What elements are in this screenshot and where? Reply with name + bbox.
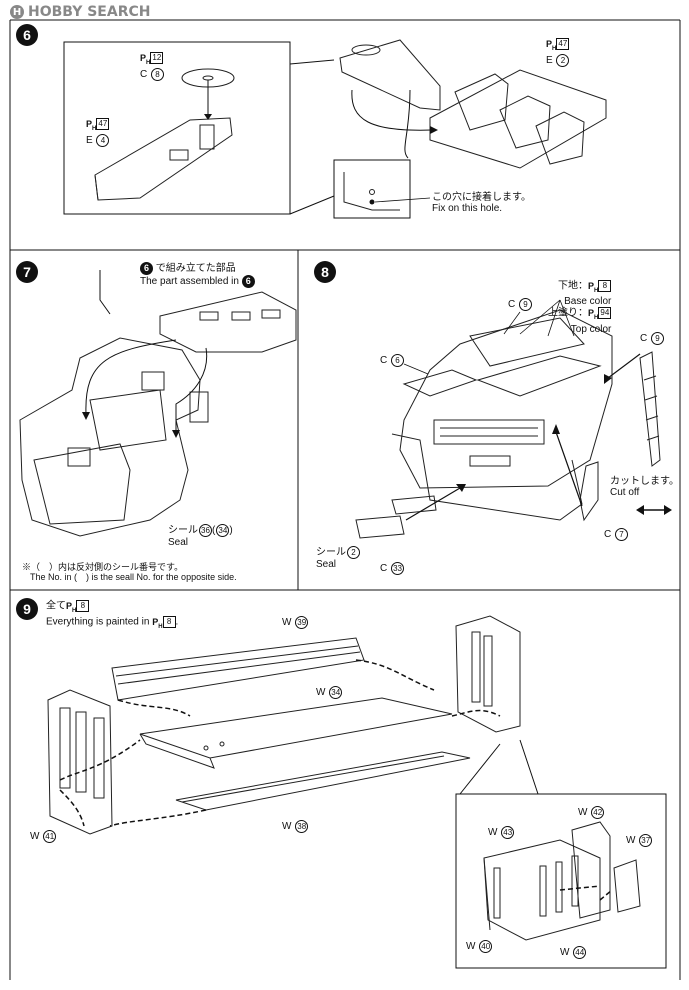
step-ref-icon: 6	[140, 262, 153, 275]
step9-dashed-paths	[59, 659, 501, 827]
w40-label: W 40	[466, 940, 493, 953]
step9-wall-right	[455, 615, 521, 733]
w34-label: W 34	[316, 686, 343, 699]
site-name: HOBBY SEARCH	[28, 4, 151, 20]
c6-label: C 6	[380, 354, 405, 367]
step8-arrows	[403, 299, 672, 521]
step9-paint-note: 全てPH8 Everything is painted in PH8.	[46, 600, 179, 630]
paint-color-note: 下地：PH8 Base color 上塗り：PH94 Top color	[548, 280, 612, 335]
right-seats-part-label: PH47 E 2	[546, 38, 570, 68]
assembled-part-note: 6 で組み立てた部品 The part assembled in 6	[140, 262, 255, 288]
step8-truck-cab	[355, 309, 661, 539]
w42-label: W 42	[578, 806, 605, 819]
left-seat-part-label: PH47 E 4	[86, 118, 110, 148]
c7-label: C 7	[604, 528, 629, 541]
right-cabin-floor	[339, 39, 607, 169]
w41-label: W 41	[30, 830, 57, 843]
hole-detail-inset	[333, 159, 431, 219]
step6-inset-box	[63, 41, 335, 215]
left-dashboard-part	[94, 117, 233, 201]
w37-label: W 37	[626, 834, 653, 847]
c9-right-label: C 9	[640, 332, 665, 345]
step7-cab-assembly	[19, 291, 297, 537]
c9-top-label: C 9	[508, 298, 533, 311]
site-logo: H HOBBY SEARCH	[10, 3, 150, 21]
detail-assembly	[483, 821, 641, 941]
hole-note: この穴に接着します。 Fix on this hole.	[432, 192, 531, 214]
step9-panel-w39	[111, 637, 365, 701]
step-9-badge: 9	[16, 598, 38, 620]
c33-label: C 33	[380, 562, 405, 575]
step9-rail-w38	[175, 751, 471, 811]
steering-wheel	[181, 68, 235, 120]
step9-floor-w34	[139, 697, 453, 769]
step-ref-icon: 6	[241, 275, 255, 288]
w38-label: W 38	[282, 820, 309, 833]
step7-arrows	[82, 270, 208, 438]
wheel-part-label: PH12 C 8	[140, 52, 165, 82]
step-8-badge: 8	[314, 261, 336, 283]
detail-inset-box	[455, 739, 667, 969]
logo-mark-icon: H	[10, 5, 24, 19]
w39-label: W 39	[282, 616, 309, 629]
w44-label: W 44	[560, 946, 587, 959]
step9-wall-w41	[47, 689, 113, 835]
step-7-badge: 7	[16, 261, 38, 283]
w43-label: W 43	[488, 826, 515, 839]
step7-footnote: ※（ ）内は反対側のシール番号です。 The No. in ( ) is the…	[22, 562, 237, 582]
cut-off-note: カットします。 Cut off	[610, 476, 679, 498]
step-6-badge: 6	[16, 24, 38, 46]
